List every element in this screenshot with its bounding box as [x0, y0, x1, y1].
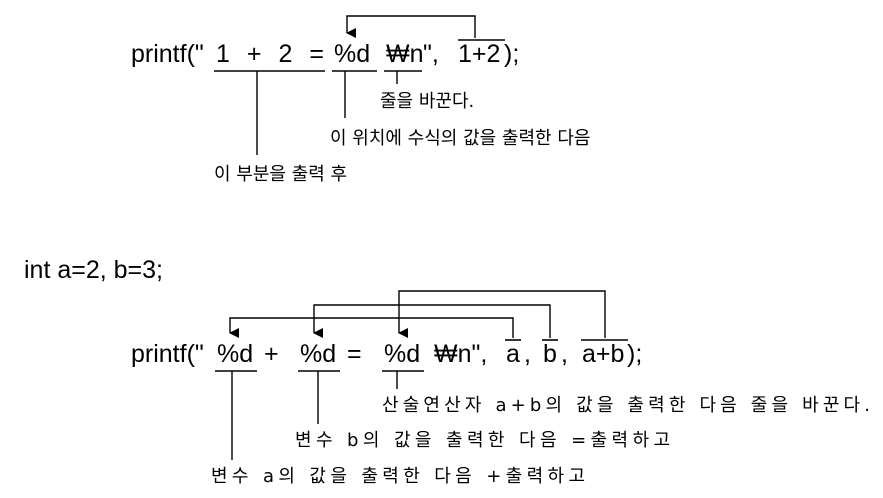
- code2-comma2: ,: [561, 340, 568, 368]
- code1-separator: ",: [423, 40, 439, 68]
- code2-newline-escape: ₩n",: [434, 340, 487, 368]
- code2-comma1: ,: [524, 340, 531, 368]
- note-format-specifier: 이 위치에 수식의 값을 출력한 다음: [330, 128, 590, 149]
- code2-prefix: printf(": [131, 340, 204, 368]
- code1-suffix: );: [504, 40, 519, 68]
- note-specifier2: 변수 b의 값을 출력한 다음 =출력하고: [295, 430, 670, 451]
- code2-specifier3: %d: [384, 340, 420, 368]
- code2-equals: =: [347, 340, 362, 368]
- note-newline: 줄을 바꾼다.: [380, 91, 474, 112]
- code1-format-specifier: %d: [334, 40, 370, 68]
- variable-declaration: int a=2, b=3;: [24, 256, 163, 284]
- code2-specifier1: %d: [217, 340, 253, 368]
- example2-code-line: printf(" %d + %d = %d ₩n", a , b , a+b )…: [131, 340, 642, 368]
- code1-prefix: printf(": [131, 40, 204, 68]
- code2-suffix: );: [627, 340, 642, 368]
- code2-plus: +: [264, 340, 279, 368]
- code2-specifier2: %d: [300, 340, 336, 368]
- code1-format-text: 1 + 2 =: [216, 40, 324, 68]
- note-specifier3: 산술연산자 a+b의 값을 출력한 다음 줄을 바꾼다.: [382, 395, 870, 416]
- note-format-text: 이 부분을 출력 후: [214, 164, 347, 185]
- note-specifier1: 변수 a의 값을 출력한 다음 +출력하고: [211, 466, 585, 487]
- code2-arg-a: a: [506, 340, 520, 368]
- example1-code-line: printf(" 1 + 2 = %d ₩n ", 1+2 );: [131, 40, 519, 68]
- code2-arg-sum: a+b: [582, 340, 624, 368]
- code1-expression: 1+2: [458, 40, 500, 68]
- code2-arg-b: b: [543, 340, 557, 368]
- arrow-expression-to-specifier: [346, 15, 476, 38]
- code1-newline-escape: ₩n: [386, 40, 424, 68]
- arrow-b-to-specifier2: [313, 304, 551, 338]
- arrow-sum-to-specifier3: [398, 290, 606, 338]
- arrow-a-to-specifier1: [229, 317, 514, 338]
